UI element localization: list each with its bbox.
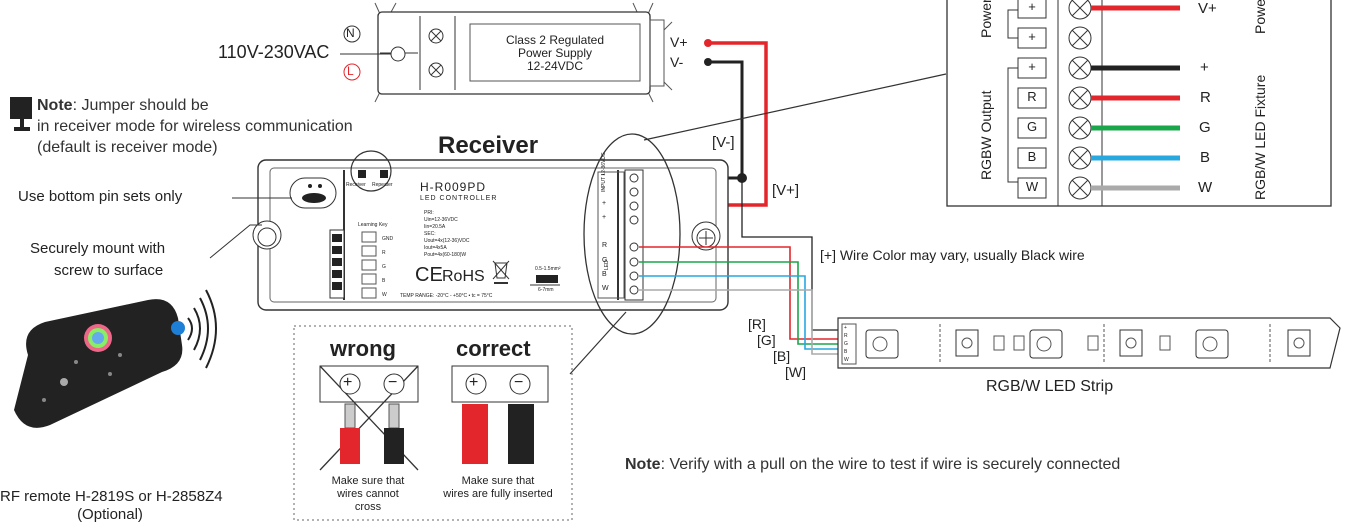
jumper-receiver-label: Receiver (346, 182, 366, 188)
inset-power-label: Power (978, 0, 994, 38)
mount-note-2: screw to surface (54, 262, 164, 279)
pin-note: Use bottom pin sets only (18, 188, 183, 205)
jumper-note: Note: Jumper should be (37, 97, 209, 114)
g-wire-label: [G] (757, 332, 776, 348)
rf-remote (14, 289, 217, 428)
vminus-wire-label: [V-] (712, 134, 735, 151)
wire-gauge: 0.5-1.5mm² (535, 266, 561, 272)
psu-vplus: V+ (670, 34, 688, 50)
line-label: L (347, 64, 354, 78)
mount-note-1: Securely mount with (30, 240, 166, 257)
psu-vminus: V- (670, 54, 684, 70)
wire-color-note: [+] Wire Color may vary, usually Black w… (820, 247, 1085, 263)
jumper-icon (10, 97, 32, 119)
controller-temp: TEMP RANGE: -20°C - +50°C • tc = 75°C (400, 293, 493, 299)
wrong-label: wrong (330, 336, 396, 361)
ce-mark: CE (415, 264, 443, 286)
correct-label: correct (456, 336, 531, 361)
b-wire-label: [B] (773, 348, 791, 364)
wrong-correct-panel (293, 325, 573, 521)
receiver-title: Receiver (438, 132, 539, 159)
led-strip (837, 317, 1341, 369)
mains-label: 110V-230VAC (218, 42, 330, 62)
vplus-wire-label: [V+] (772, 182, 800, 199)
jumper-repeater-label: Repeater (372, 182, 393, 188)
power-supply (340, 2, 673, 103)
w-wire-label: [W] (785, 364, 806, 380)
strip-label: RGB/W LED Strip (986, 378, 1114, 395)
rohs-mark: RoHS (442, 268, 485, 285)
neutral-label: N (346, 26, 355, 40)
controller-subtitle: LED CONTROLLER (420, 195, 498, 202)
r-wire-label: [R] (748, 316, 766, 332)
learning-key-label: Learning Key (358, 222, 388, 228)
strip-length: 6-7mm (538, 287, 554, 293)
remote-label: RF remote H-2819S or H-2858Z4(Optional) (0, 488, 223, 523)
bottom-note: Note: Verify with a pull on the wire to … (625, 456, 1121, 473)
inset-fixture (946, 0, 1332, 207)
inset-power-right-label: Power (1252, 0, 1268, 34)
inset-fixture-label: RGB/W LED Fixture (1252, 74, 1268, 200)
inset-output-label: RGBW Output (978, 90, 994, 180)
controller-model: H-R009PD (420, 180, 487, 194)
controller-body (252, 150, 729, 311)
